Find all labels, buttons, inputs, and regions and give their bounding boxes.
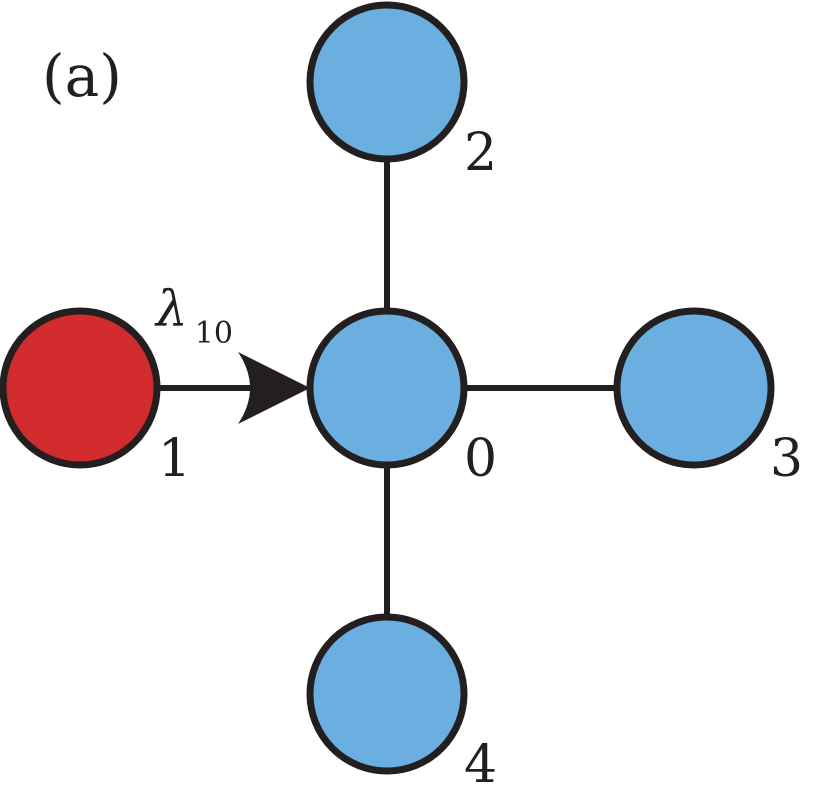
panel-label: (a) — [42, 42, 122, 110]
node-label-0: 0 — [464, 429, 497, 489]
node-1 — [0, 307, 161, 469]
arrow-rate-label: λ 10 — [154, 280, 233, 351]
node-label-3: 3 — [770, 429, 803, 489]
rate-symbol: λ — [154, 280, 188, 338]
node-3 — [613, 307, 775, 469]
node-0 — [306, 307, 468, 469]
node-label-2: 2 — [464, 123, 497, 183]
node-2 — [306, 1, 468, 163]
node-label-1: 1 — [158, 429, 191, 489]
node-label-4: 4 — [464, 735, 497, 792]
arrowhead-icon — [238, 352, 310, 424]
rate-subscript: 10 — [195, 316, 233, 351]
node-4 — [306, 613, 468, 775]
